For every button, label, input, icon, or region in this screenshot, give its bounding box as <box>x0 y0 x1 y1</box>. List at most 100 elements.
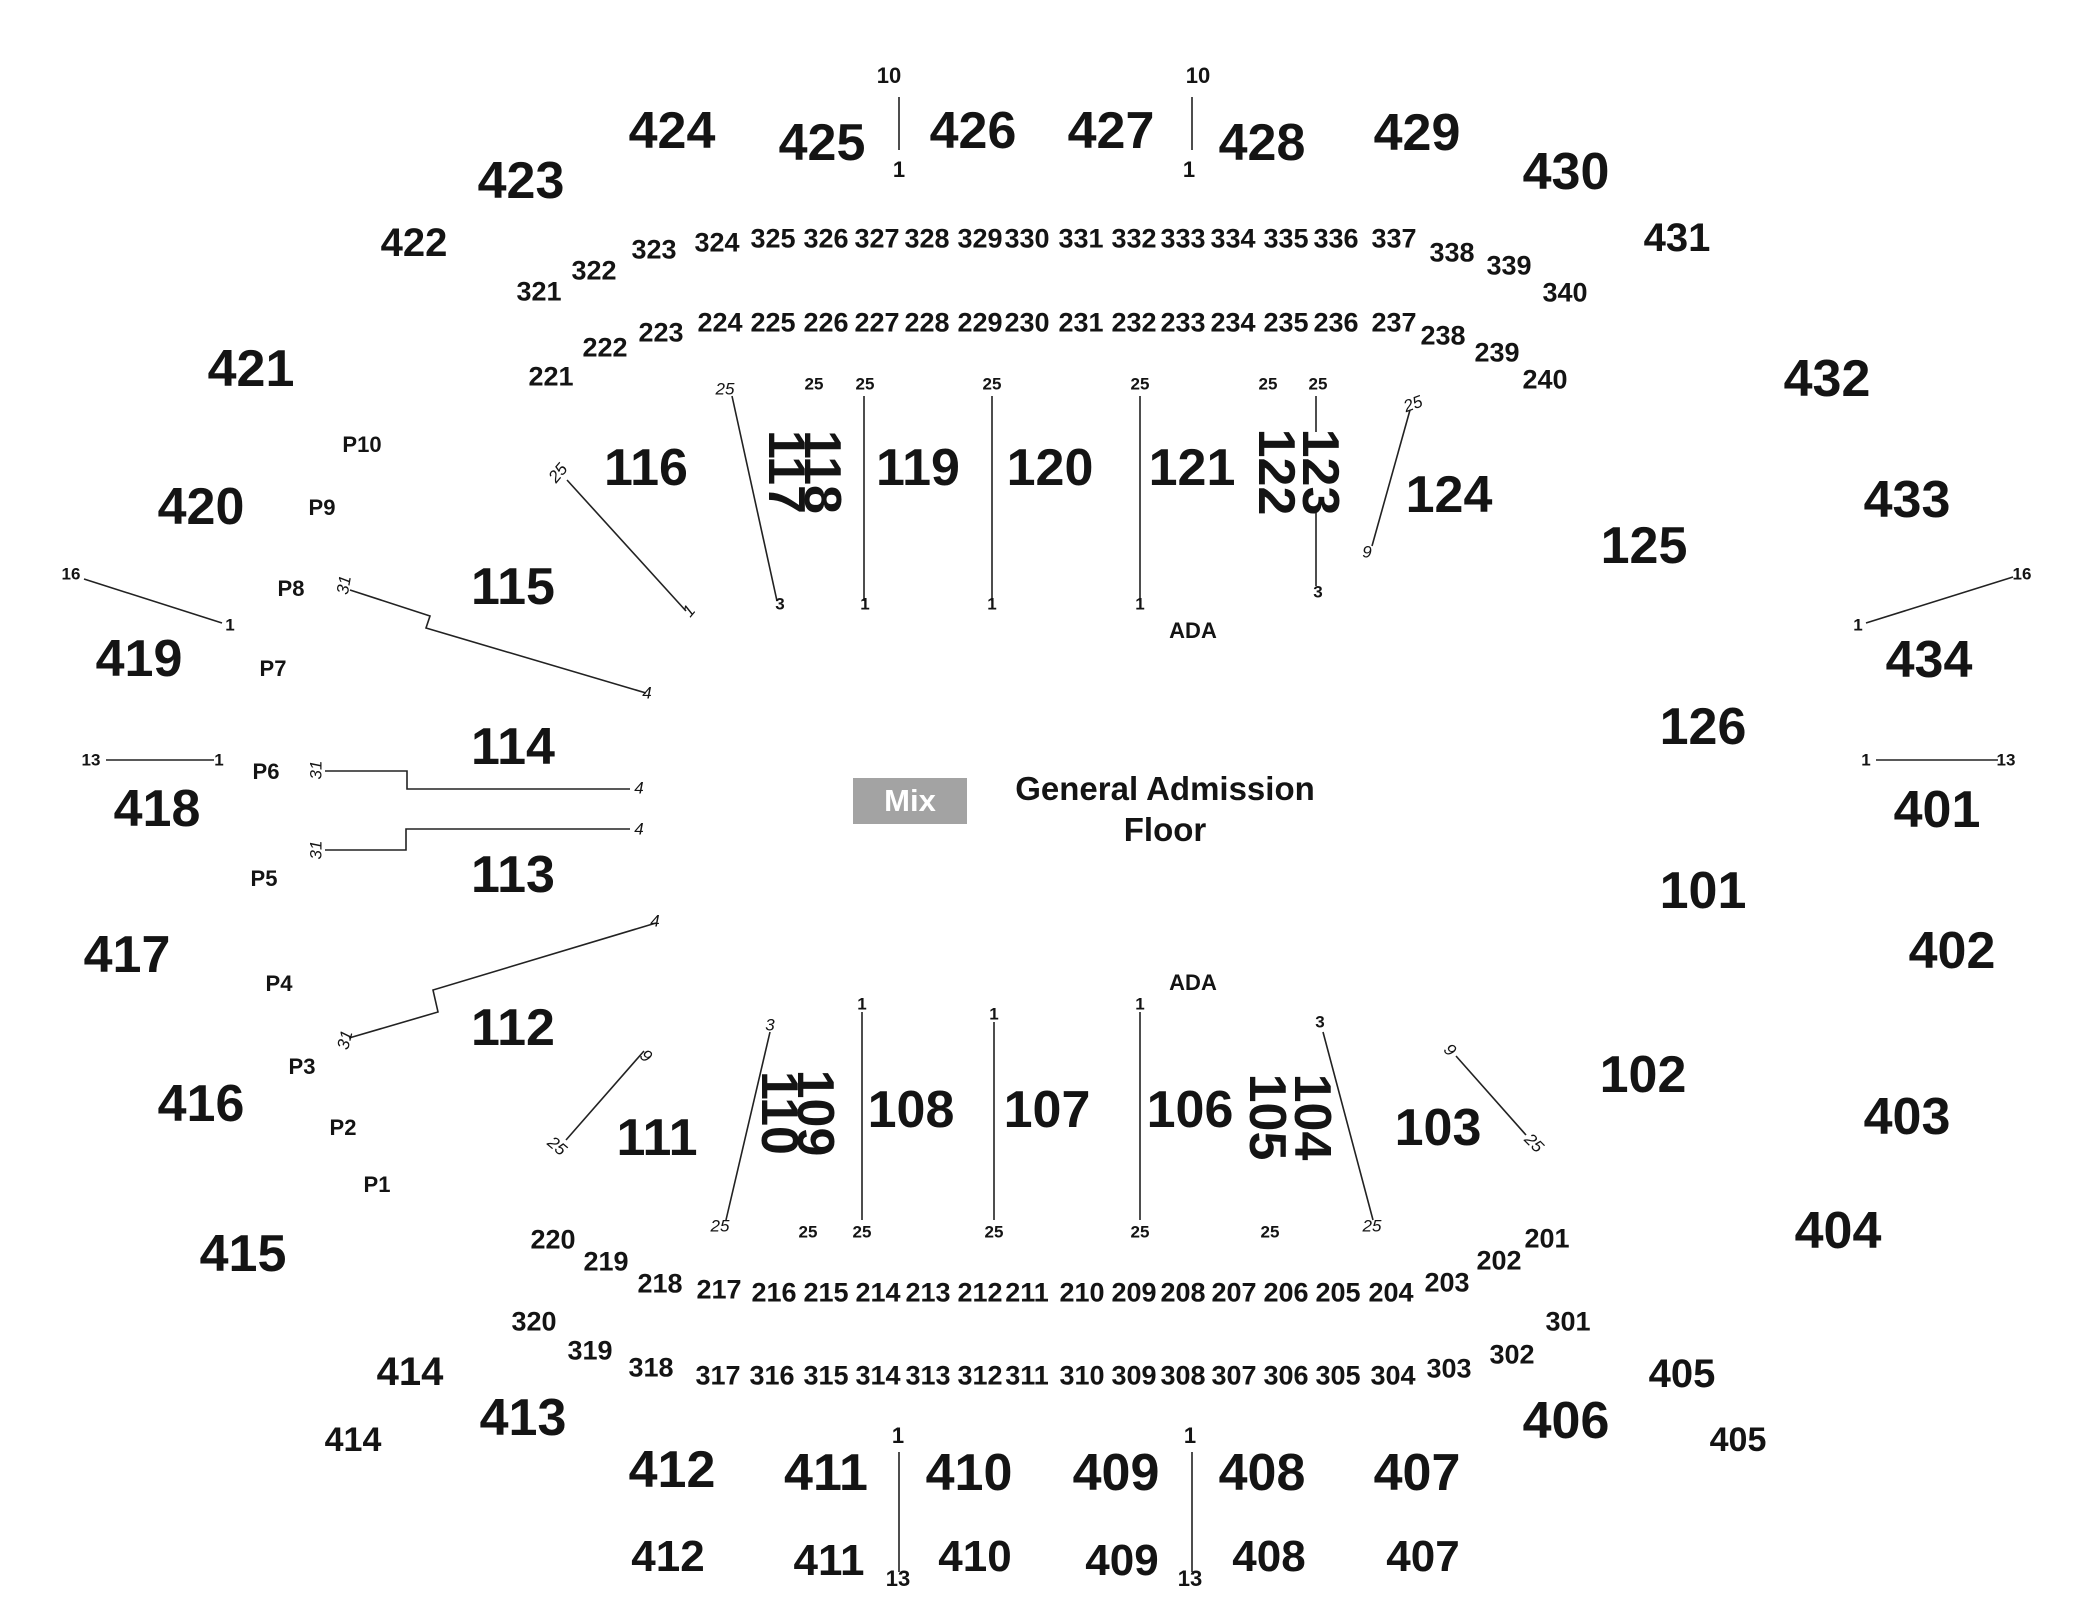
section-111[interactable]: 111 <box>616 1109 698 1167</box>
section-204[interactable]: 204 <box>1368 1277 1414 1308</box>
section-303[interactable]: 303 <box>1426 1353 1472 1384</box>
section-108[interactable]: 108 <box>867 1081 955 1139</box>
section-209[interactable]: 209 <box>1111 1277 1157 1308</box>
section-212[interactable]: 212 <box>957 1277 1003 1308</box>
section-433[interactable]: 433 <box>1863 471 1951 529</box>
section-304[interactable]: 304 <box>1370 1360 1416 1391</box>
section-222[interactable]: 222 <box>582 332 628 363</box>
section-113[interactable]: 113 <box>471 846 555 904</box>
section-206[interactable]: 206 <box>1263 1277 1309 1308</box>
section-413[interactable]: 413 <box>479 1389 567 1447</box>
section-312[interactable]: 312 <box>957 1360 1003 1391</box>
section-207[interactable]: 207 <box>1211 1277 1257 1308</box>
section-408[interactable]: 408 <box>1218 1444 1306 1502</box>
section-310[interactable]: 310 <box>1059 1360 1105 1391</box>
section-332[interactable]: 332 <box>1111 223 1157 254</box>
section-428[interactable]: 428 <box>1218 114 1306 172</box>
section-429[interactable]: 429 <box>1373 104 1461 162</box>
section-405[interactable]: 405 <box>1648 1352 1716 1396</box>
section-217[interactable]: 217 <box>696 1274 742 1305</box>
section-211[interactable]: 211 <box>1005 1277 1049 1308</box>
section-240[interactable]: 240 <box>1522 364 1568 395</box>
section-414[interactable]: 414 <box>376 1350 444 1394</box>
section-329[interactable]: 329 <box>957 223 1003 254</box>
section-333[interactable]: 333 <box>1160 223 1206 254</box>
party-box-p5[interactable]: P5 <box>250 866 278 891</box>
section-338[interactable]: 338 <box>1429 237 1475 268</box>
section-417[interactable]: 417 <box>83 926 171 984</box>
section-232[interactable]: 232 <box>1111 307 1157 338</box>
section-315[interactable]: 315 <box>803 1360 849 1391</box>
party-box-p6[interactable]: P6 <box>252 759 280 784</box>
section-317[interactable]: 317 <box>695 1360 741 1391</box>
mix-badge[interactable]: Mix <box>853 778 967 824</box>
section-301[interactable]: 301 <box>1545 1306 1591 1337</box>
section-322[interactable]: 322 <box>571 255 617 286</box>
section-337[interactable]: 337 <box>1371 223 1417 254</box>
section-423[interactable]: 423 <box>477 152 565 210</box>
section-324[interactable]: 324 <box>694 227 740 258</box>
section-309[interactable]: 309 <box>1111 1360 1157 1391</box>
section-427[interactable]: 427 <box>1067 102 1155 160</box>
party-box-p8[interactable]: P8 <box>277 576 305 601</box>
section-225[interactable]: 225 <box>750 307 796 338</box>
section-325[interactable]: 325 <box>750 223 796 254</box>
section-116[interactable]: 116 <box>604 439 688 497</box>
section-226[interactable]: 226 <box>803 307 849 338</box>
section-321[interactable]: 321 <box>516 276 562 307</box>
section-407[interactable]: 407 <box>1373 1444 1461 1502</box>
section-327[interactable]: 327 <box>854 223 900 254</box>
section-411[interactable]: 411 <box>784 1444 868 1502</box>
section-426[interactable]: 426 <box>929 102 1017 160</box>
section-202[interactable]: 202 <box>1476 1245 1522 1276</box>
section-328[interactable]: 328 <box>904 223 950 254</box>
section-124[interactable]: 124 <box>1405 466 1493 524</box>
section-335[interactable]: 335 <box>1263 223 1309 254</box>
section-115[interactable]: 115 <box>471 558 555 616</box>
section-334[interactable]: 334 <box>1210 223 1256 254</box>
section-403[interactable]: 403 <box>1863 1088 1951 1146</box>
section-420[interactable]: 420 <box>157 478 245 536</box>
section-102[interactable]: 102 <box>1599 1046 1687 1104</box>
section-339[interactable]: 339 <box>1486 250 1532 281</box>
section-316[interactable]: 316 <box>749 1360 795 1391</box>
section-214[interactable]: 214 <box>855 1277 901 1308</box>
section-219[interactable]: 219 <box>583 1246 629 1277</box>
section-434[interactable]: 434 <box>1885 631 1973 689</box>
section-410[interactable]: 410 <box>925 1444 1013 1502</box>
section-218[interactable]: 218 <box>637 1268 683 1299</box>
section-109[interactable]: 109 <box>786 1069 844 1157</box>
party-box-p2[interactable]: P2 <box>329 1115 357 1140</box>
party-box-p7[interactable]: P7 <box>259 656 287 681</box>
section-216[interactable]: 216 <box>751 1277 797 1308</box>
section-203[interactable]: 203 <box>1424 1267 1470 1298</box>
section-336[interactable]: 336 <box>1313 223 1359 254</box>
section-227[interactable]: 227 <box>854 307 900 338</box>
section-340[interactable]: 340 <box>1542 277 1588 308</box>
section-236[interactable]: 236 <box>1313 307 1359 338</box>
section-235[interactable]: 235 <box>1263 307 1309 338</box>
section-210[interactable]: 210 <box>1059 1277 1105 1308</box>
section-323[interactable]: 323 <box>631 234 677 265</box>
section-311[interactable]: 311 <box>1005 1360 1049 1391</box>
section-419[interactable]: 419 <box>95 630 183 688</box>
section-402[interactable]: 402 <box>1908 922 1996 980</box>
section-238[interactable]: 238 <box>1420 320 1466 351</box>
section-430[interactable]: 430 <box>1522 143 1610 201</box>
section-125[interactable]: 125 <box>1600 517 1688 575</box>
section-213[interactable]: 213 <box>905 1277 951 1308</box>
party-box-p3[interactable]: P3 <box>288 1054 316 1079</box>
section-415[interactable]: 415 <box>199 1225 287 1283</box>
section-208[interactable]: 208 <box>1160 1277 1206 1308</box>
section-201[interactable]: 201 <box>1524 1223 1570 1254</box>
section-331[interactable]: 331 <box>1058 223 1104 254</box>
section-228[interactable]: 228 <box>904 307 950 338</box>
section-431[interactable]: 431 <box>1643 216 1711 260</box>
section-306[interactable]: 306 <box>1263 1360 1309 1391</box>
section-104[interactable]: 104 <box>1283 1073 1341 1161</box>
section-418[interactable]: 418 <box>113 780 201 838</box>
section-205[interactable]: 205 <box>1315 1277 1361 1308</box>
party-box-p10[interactable]: P10 <box>342 432 382 457</box>
section-239[interactable]: 239 <box>1474 337 1520 368</box>
section-119[interactable]: 119 <box>876 439 960 497</box>
